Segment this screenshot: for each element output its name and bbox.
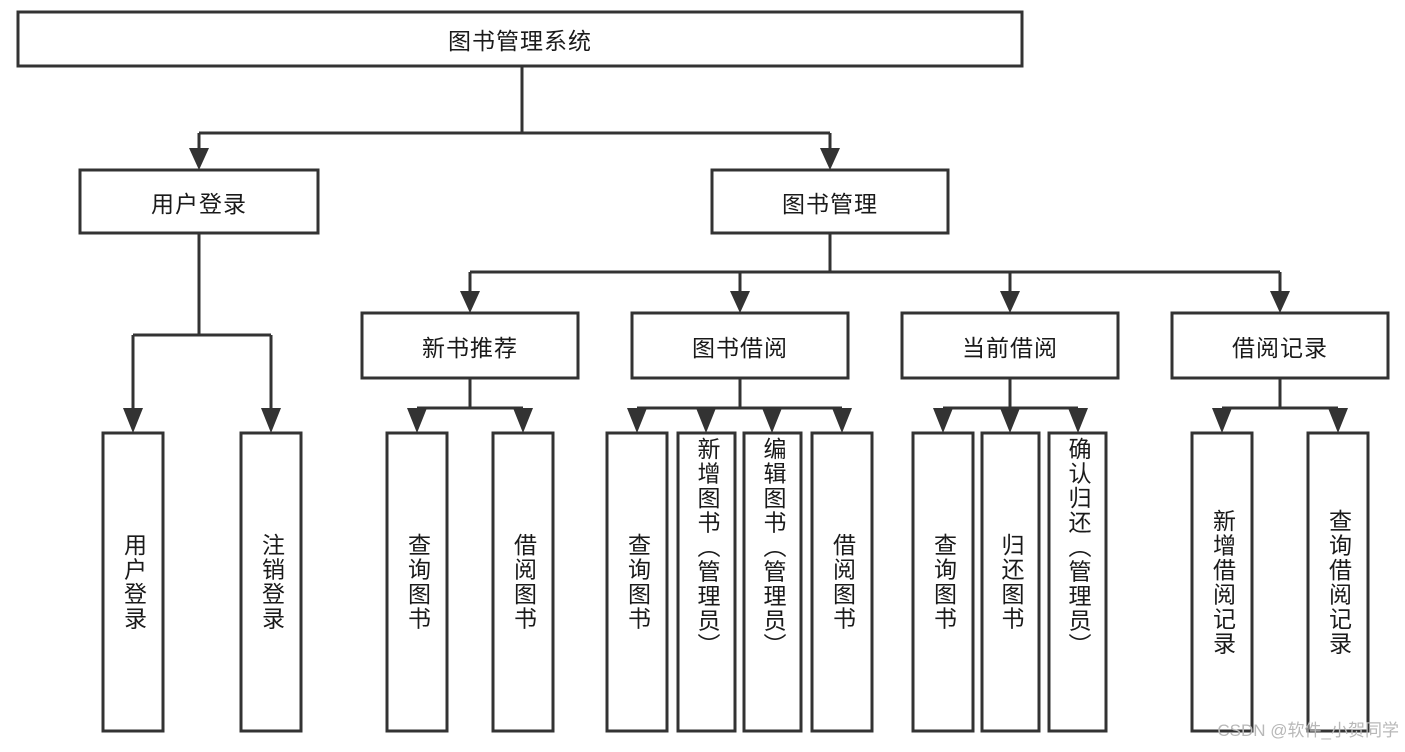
- arrow-head-leaf-query-book-1: [407, 408, 427, 433]
- node-box-leaf-add-book[interactable]: [676, 431, 737, 733]
- arrow-head-leaf-user-logout: [261, 408, 281, 433]
- node-box-leaf-query-book-1[interactable]: [385, 431, 449, 733]
- node-box-leaf-query-record[interactable]: [1306, 431, 1370, 733]
- node-box-leaf-return-book[interactable]: [980, 431, 1041, 733]
- arrow-head-leaf-user-login: [123, 408, 143, 433]
- arrow-head-leaf-query-book-2: [627, 408, 647, 433]
- node-box-root[interactable]: [16, 10, 1024, 68]
- arrow-head-leaf-borrow-book-1: [513, 408, 533, 433]
- node-box-user-login[interactable]: [78, 168, 320, 235]
- arrow-head-book-borrow: [730, 291, 750, 313]
- arrow-head-leaf-add-book: [696, 408, 716, 433]
- node-box-leaf-user-login[interactable]: [101, 431, 165, 733]
- node-box-new-book-recommend[interactable]: [360, 311, 580, 380]
- arrow-head-leaf-query-book-3: [933, 408, 953, 433]
- node-box-leaf-query-book-2[interactable]: [605, 431, 669, 733]
- node-box-book-borrow[interactable]: [630, 311, 850, 380]
- node-box-leaf-edit-book[interactable]: [742, 431, 803, 733]
- arrow-head-leaf-return-book: [1000, 408, 1020, 433]
- node-box-leaf-query-book-3[interactable]: [911, 431, 975, 733]
- node-box-leaf-add-record[interactable]: [1190, 431, 1254, 733]
- arrow-head-user-login: [189, 148, 209, 170]
- node-box-leaf-borrow-book-2[interactable]: [810, 431, 874, 733]
- arrow-head-leaf-add-record: [1212, 408, 1232, 433]
- node-box-leaf-user-logout[interactable]: [239, 431, 303, 733]
- arrow-head-current-borrow: [1000, 291, 1020, 313]
- arrow-head-borrow-records: [1270, 291, 1290, 313]
- arrow-head-book-management: [820, 148, 840, 170]
- arrow-head-new-book-recommend: [460, 291, 480, 313]
- node-box-book-management[interactable]: [710, 168, 950, 235]
- arrow-head-leaf-borrow-book-2: [832, 408, 852, 433]
- node-box-leaf-confirm-return[interactable]: [1047, 431, 1108, 733]
- arrow-head-leaf-query-record: [1328, 408, 1348, 433]
- node-box-borrow-records[interactable]: [1170, 311, 1390, 380]
- arrow-head-leaf-edit-book: [762, 408, 782, 433]
- node-box-leaf-borrow-book-1[interactable]: [491, 431, 555, 733]
- node-box-current-borrow[interactable]: [900, 311, 1120, 380]
- arrow-head-leaf-confirm-return: [1068, 408, 1088, 433]
